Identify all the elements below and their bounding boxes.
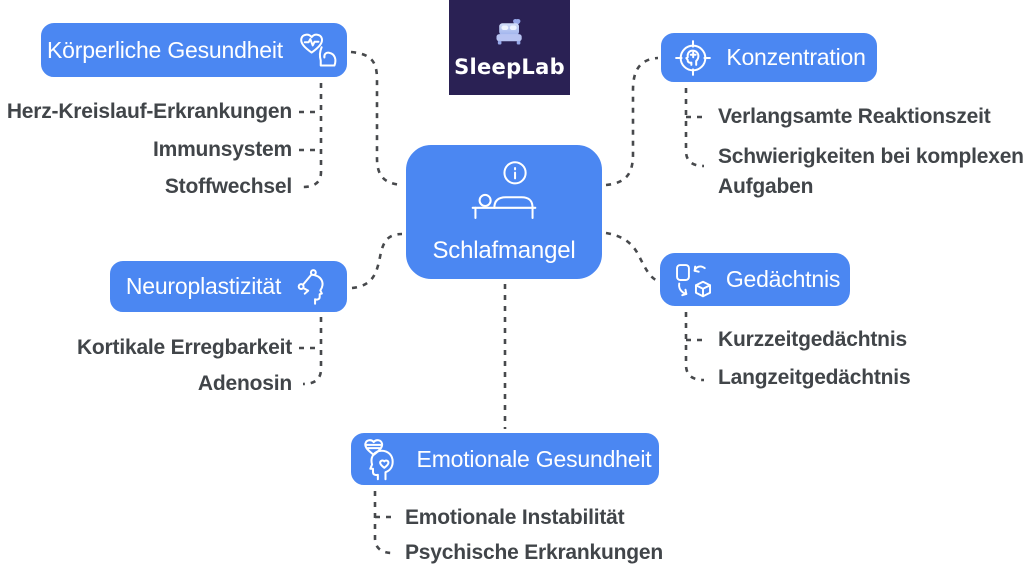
connector-koerperliche-central — [350, 50, 404, 187]
page-to-cube-transform-icon — [675, 263, 711, 297]
subitem-verlangsamte-reaktionszeit: Verlangsamte Reaktionszeit — [718, 105, 991, 128]
node-label: Körperliche Gesundheit — [47, 36, 283, 63]
subitem-stoffwechsel: Stoffwechsel — [164, 175, 292, 198]
node-neuroplastizitaet[interactable]: Neuroplastizität — [107, 258, 350, 315]
subitem-herz-kreislauf: Herz-Kreislauf-Erkrankungen — [6, 100, 292, 123]
node-koerperliche-gesundheit[interactable]: Körperliche Gesundheit — [38, 20, 350, 80]
node-label: Konzentration — [726, 44, 866, 70]
connector-central-konzentration — [605, 56, 659, 187]
connector-neuro-items — [302, 317, 323, 386]
subitem-kortikale-erregbarkeit: Kortikale Erregbarkeit — [76, 336, 292, 359]
subitem-kurzzeitgedaechtnis: Kurzzeitgedächtnis — [718, 328, 907, 351]
subitem-schwierigkeiten-aufgaben: Schwierigkeiten bei komplexen Aufgaben — [718, 145, 1024, 198]
sleeping-person-info-icon — [471, 161, 537, 219]
connector-konzentration-items — [684, 88, 705, 168]
connector-central-gedaechtnis — [605, 231, 659, 283]
node-gedaechtnis[interactable]: Gedächtnis — [657, 250, 853, 309]
node-label: Gedächtnis — [725, 266, 841, 292]
head-target-icon — [675, 39, 712, 76]
connector-koerperliche-items — [302, 83, 323, 189]
node-label: Emotionale Gesundheit — [416, 445, 652, 472]
subitem-emotionale-instabilitaet: Emotionale Instabilität — [405, 506, 625, 529]
bed-heart-logo-icon — [496, 18, 522, 44]
logo-text: SleepLab — [454, 54, 565, 79]
subitem-langzeitgedaechtnis: Langzeitgedächtnis — [718, 366, 911, 389]
head-network-icon — [297, 268, 324, 305]
node-emotionale-gesundheit[interactable]: Emotionale Gesundheit — [348, 430, 662, 488]
subitem-psychische-erkrankungen: Psychische Erkrankungen — [405, 541, 664, 564]
sleeplab-logo: SleepLab — [449, 0, 570, 95]
heart-pulse-muscle-icon — [300, 33, 337, 67]
node-konzentration[interactable]: Konzentration — [658, 30, 880, 85]
connector-neuro-central — [351, 232, 403, 290]
connector-gedaechtnis-items — [684, 312, 705, 382]
connector-emotionale-items — [373, 491, 394, 555]
node-label: Schlafmangel — [432, 237, 576, 264]
subitem-adenosin: Adenosin — [197, 372, 292, 395]
node-schlafmangel[interactable]: Schlafmangel — [403, 142, 605, 282]
subitem-immunsystem: Immunsystem — [152, 138, 292, 161]
head-hearts-icon — [363, 439, 394, 481]
node-label: Neuroplastizität — [125, 273, 282, 299]
